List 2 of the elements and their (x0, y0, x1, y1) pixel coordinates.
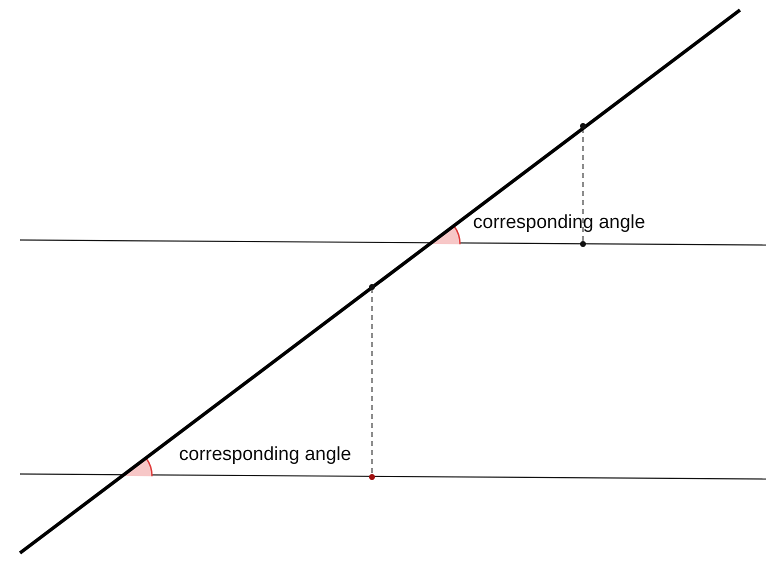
angle-label: corresponding angle (473, 212, 646, 234)
angle-label: corresponding angle (179, 444, 352, 466)
